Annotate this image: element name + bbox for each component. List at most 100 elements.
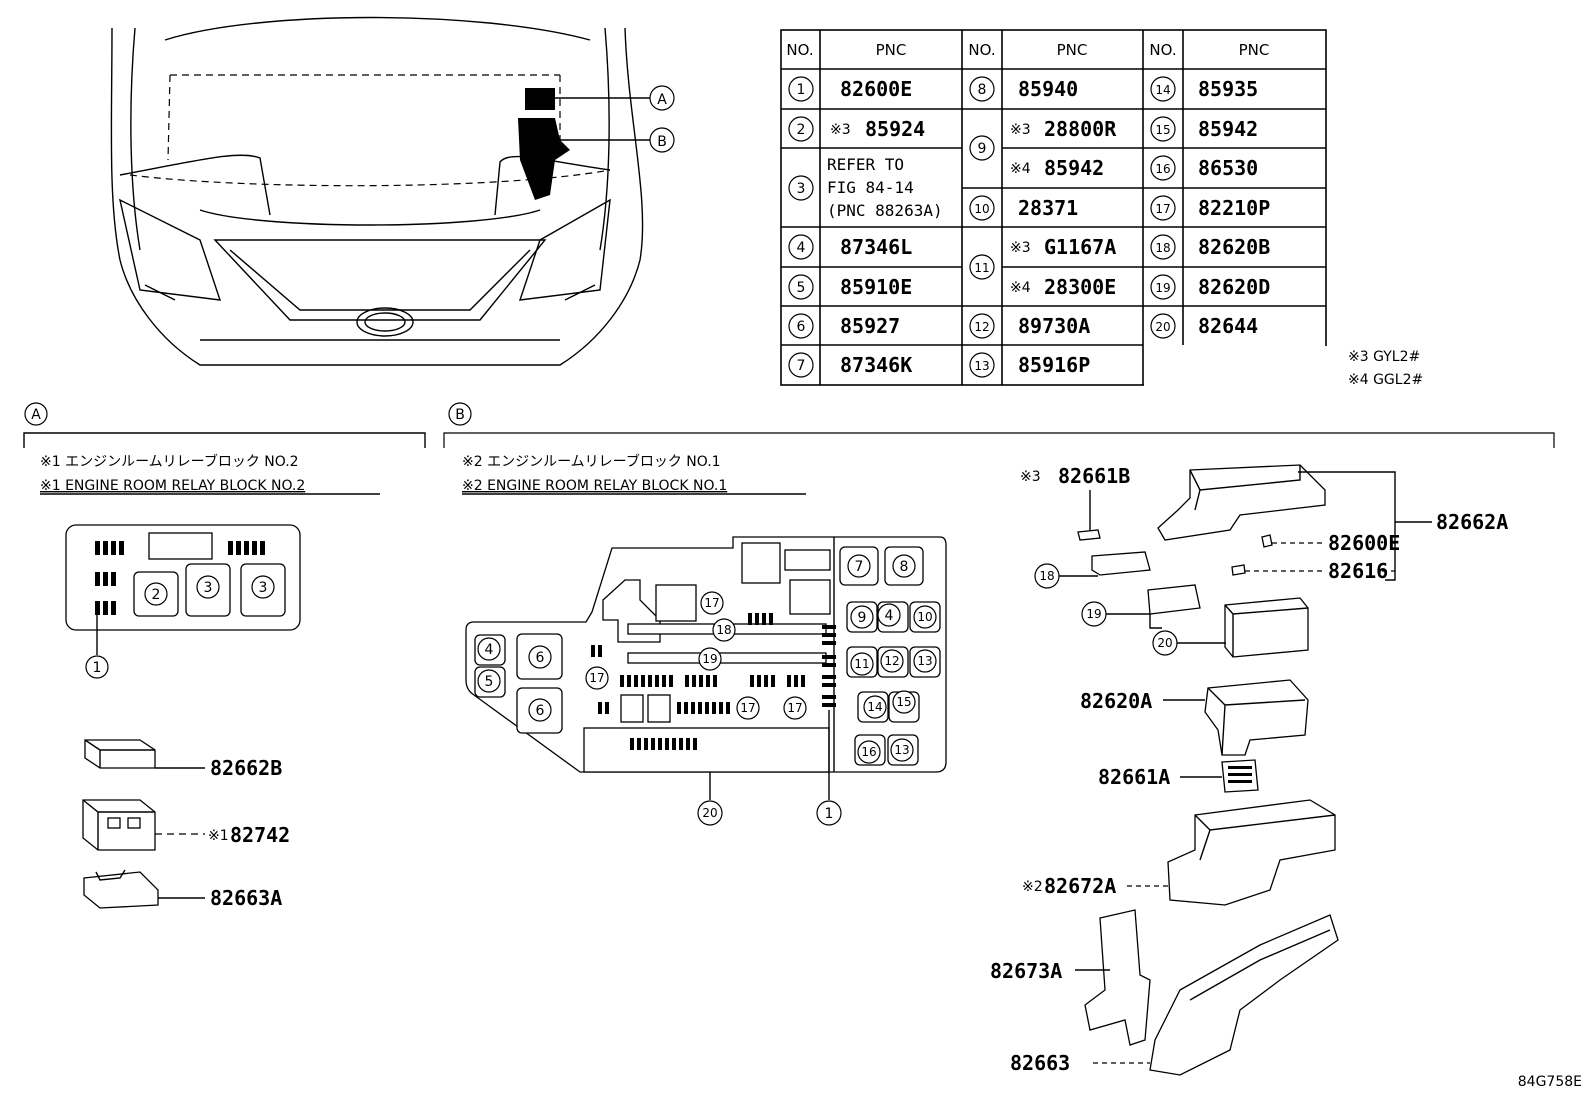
callout-6: 6 xyxy=(536,650,545,666)
callout-10: 10 xyxy=(917,610,932,624)
table-row: 14 85935 xyxy=(1150,76,1258,102)
row-no: 1 xyxy=(797,82,806,98)
row-no: 15 xyxy=(1155,123,1170,137)
table-row: 17 82210P xyxy=(1150,195,1270,221)
row-no: 10 xyxy=(974,202,989,216)
part-82663: 82663 xyxy=(1010,1051,1070,1075)
row-no: 12 xyxy=(974,320,989,334)
callout-17: 17 xyxy=(787,701,802,715)
vehicle-front-sketch: A B xyxy=(110,16,675,366)
section-a-title-jp: ※1 エンジンルームリレーブロック NO.2 xyxy=(40,453,299,470)
part-82742-mark: ※1 xyxy=(208,828,229,844)
row-no: 14 xyxy=(1155,83,1170,97)
header-pnc-2: PNC xyxy=(1057,41,1088,59)
part-82600e: 82600E xyxy=(1328,531,1400,555)
part-82663a: 82663A xyxy=(210,886,282,910)
section-b: B ※2 エンジンルームリレーブロック NO.1 ※2 ENGINE ROOM … xyxy=(443,402,1555,1076)
row-pnc: 82210P xyxy=(1198,196,1270,220)
row-no: 7 xyxy=(797,358,806,374)
callout-19: 19 xyxy=(702,652,717,666)
callout-20: 20 xyxy=(702,806,717,820)
row-note: ※4 xyxy=(1010,280,1031,296)
part-82742: 82742 xyxy=(230,823,290,847)
row-no: 19 xyxy=(1155,281,1170,295)
note-gyl2: ※3 GYL2# xyxy=(1348,349,1420,365)
table-row: 10 28371 xyxy=(969,195,1078,221)
row-no: 17 xyxy=(1155,202,1170,216)
table-row: 19 82620D xyxy=(1150,274,1270,300)
callout-4: 4 xyxy=(485,642,494,658)
callout-18: 18 xyxy=(716,623,731,637)
callout-b: B xyxy=(657,134,667,150)
callout-2: 2 xyxy=(152,587,161,603)
table-row: 4 87346L xyxy=(788,234,912,260)
row-pnc: 85942 xyxy=(1044,156,1104,180)
row-pnc: 82644 xyxy=(1198,314,1258,338)
table-row: 11 ※3 G1167A ※4 28300E xyxy=(969,235,1116,299)
row-pnc: 85935 xyxy=(1198,77,1258,101)
callout-16: 16 xyxy=(861,745,876,759)
callout-14: 14 xyxy=(867,700,882,714)
header-no-3: NO. xyxy=(1149,41,1176,59)
callout-17: 17 xyxy=(740,701,755,715)
callout-18: 18 xyxy=(1039,569,1054,583)
table-row: 20 82644 xyxy=(1150,313,1258,339)
part-82620a: 82620A xyxy=(1080,689,1152,713)
row-pnc: 82600E xyxy=(840,77,912,101)
part-82672a: 82672A xyxy=(1044,874,1116,898)
row-note: ※4 xyxy=(1010,161,1031,177)
row-pnc-line1: REFER TO xyxy=(827,155,904,174)
callout-3: 3 xyxy=(259,580,268,596)
header-no-1: NO. xyxy=(786,41,813,59)
callout-b-circle xyxy=(649,127,675,153)
table-row: 12 89730A xyxy=(969,313,1090,339)
part-82661a: 82661A xyxy=(1098,765,1170,789)
part-82661b-mark: ※3 xyxy=(1020,469,1041,485)
row-no: 16 xyxy=(1155,162,1170,176)
row-note: ※3 xyxy=(1010,240,1031,256)
row-pnc: 85927 xyxy=(840,314,900,338)
section-b-letter: B xyxy=(455,407,465,423)
callout-1: 1 xyxy=(93,660,102,676)
table-row: 1 82600E xyxy=(788,76,912,102)
section-a: A ※1 エンジンルームリレーブロック NO.2 ※1 ENGINE ROOM … xyxy=(23,402,426,910)
header-pnc-3: PNC xyxy=(1239,41,1270,59)
figure-id: 84G758E xyxy=(1518,1074,1582,1090)
callout-5: 5 xyxy=(485,674,494,690)
section-a-title-en: ※1 ENGINE ROOM RELAY BLOCK NO.2 xyxy=(40,478,305,494)
table-row: 18 82620B xyxy=(1150,234,1270,260)
callout-8: 8 xyxy=(900,559,909,575)
callout-17: 17 xyxy=(704,596,719,610)
pnc-table: NO. PNC NO. PNC NO. PNC 1 82600E 2 ※3 85… xyxy=(780,29,1327,386)
part-82672a-mark: ※2 xyxy=(1022,879,1043,895)
header-no-2: NO. xyxy=(968,41,995,59)
row-note: ※3 xyxy=(1010,122,1031,138)
row-pnc: 85940 xyxy=(1018,77,1078,101)
part-82662b: 82662B xyxy=(210,756,282,780)
callout-9: 9 xyxy=(858,610,867,626)
header-pnc-1: PNC xyxy=(876,41,907,59)
row-pnc: 85910E xyxy=(840,275,912,299)
callout-13: 13 xyxy=(894,743,909,757)
callout-20: 20 xyxy=(1157,636,1172,650)
row-pnc: 85924 xyxy=(865,117,925,141)
callout-12: 12 xyxy=(884,654,899,668)
table-row: 6 85927 xyxy=(788,313,900,339)
row-no: 3 xyxy=(797,181,806,197)
section-a-letter: A xyxy=(31,407,41,423)
row-note: ※3 xyxy=(830,122,851,138)
table-row: 13 85916P xyxy=(969,352,1090,378)
row-pnc: 87346K xyxy=(840,353,912,377)
table-row: 8 85940 xyxy=(969,76,1078,102)
table-row: 2 ※3 85924 xyxy=(788,116,925,142)
row-no: 5 xyxy=(797,280,806,296)
table-row: 5 85910E xyxy=(788,274,912,300)
row-pnc: 28300E xyxy=(1044,275,1116,299)
row-pnc: 89730A xyxy=(1018,314,1090,338)
row-pnc: 28800R xyxy=(1044,117,1117,141)
callout-7: 7 xyxy=(855,559,864,575)
row-pnc-line3: (PNC 88263A) xyxy=(827,201,943,220)
part-82662a: 82662A xyxy=(1436,510,1508,534)
row-pnc: 82620B xyxy=(1198,235,1270,259)
